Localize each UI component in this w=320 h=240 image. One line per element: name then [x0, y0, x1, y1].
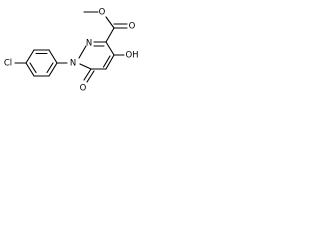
phenyl-double-bond-inner-2 — [46, 62, 54, 74]
phenyl-bond-3 — [48, 49, 58, 64]
pyridazinone-ring — [78, 41, 115, 70]
phenyl-double-bond-inner-3 — [29, 62, 37, 74]
chlorophenyl-ring — [14, 49, 58, 77]
phenyl-bond-4 — [48, 62, 58, 77]
bond-n1-n2 — [78, 45, 87, 59]
ester-oxygen-label: O — [99, 8, 106, 18]
bond-ester-c-o-single — [105, 16, 115, 29]
ester-carbonyl-oxygen-label: O — [129, 22, 136, 32]
phenyl-bond-1 — [25, 49, 35, 64]
chlorine-label: Cl — [4, 59, 12, 69]
bond-c4-c5-double — [102, 55, 111, 68]
bond-c6-n1 — [79, 63, 92, 70]
bond-c4-c5 — [105, 54, 115, 70]
bond-c3-c4 — [105, 41, 115, 56]
carbonyl-oxygen-label: O — [80, 84, 87, 94]
bond-c6-o-double — [86, 70, 95, 83]
chemical-structure: Cl N N OH O O O — [4, 8, 139, 94]
hydroxyl-label: OH — [125, 51, 138, 61]
phenyl-bond-6 — [25, 62, 35, 77]
ring-nitrogen-1-label: N — [70, 59, 76, 69]
bond-c6-o — [83, 68, 92, 81]
bond-c3-ester-carbon — [105, 27, 115, 43]
ring-nitrogen-2-label: N — [86, 39, 92, 49]
